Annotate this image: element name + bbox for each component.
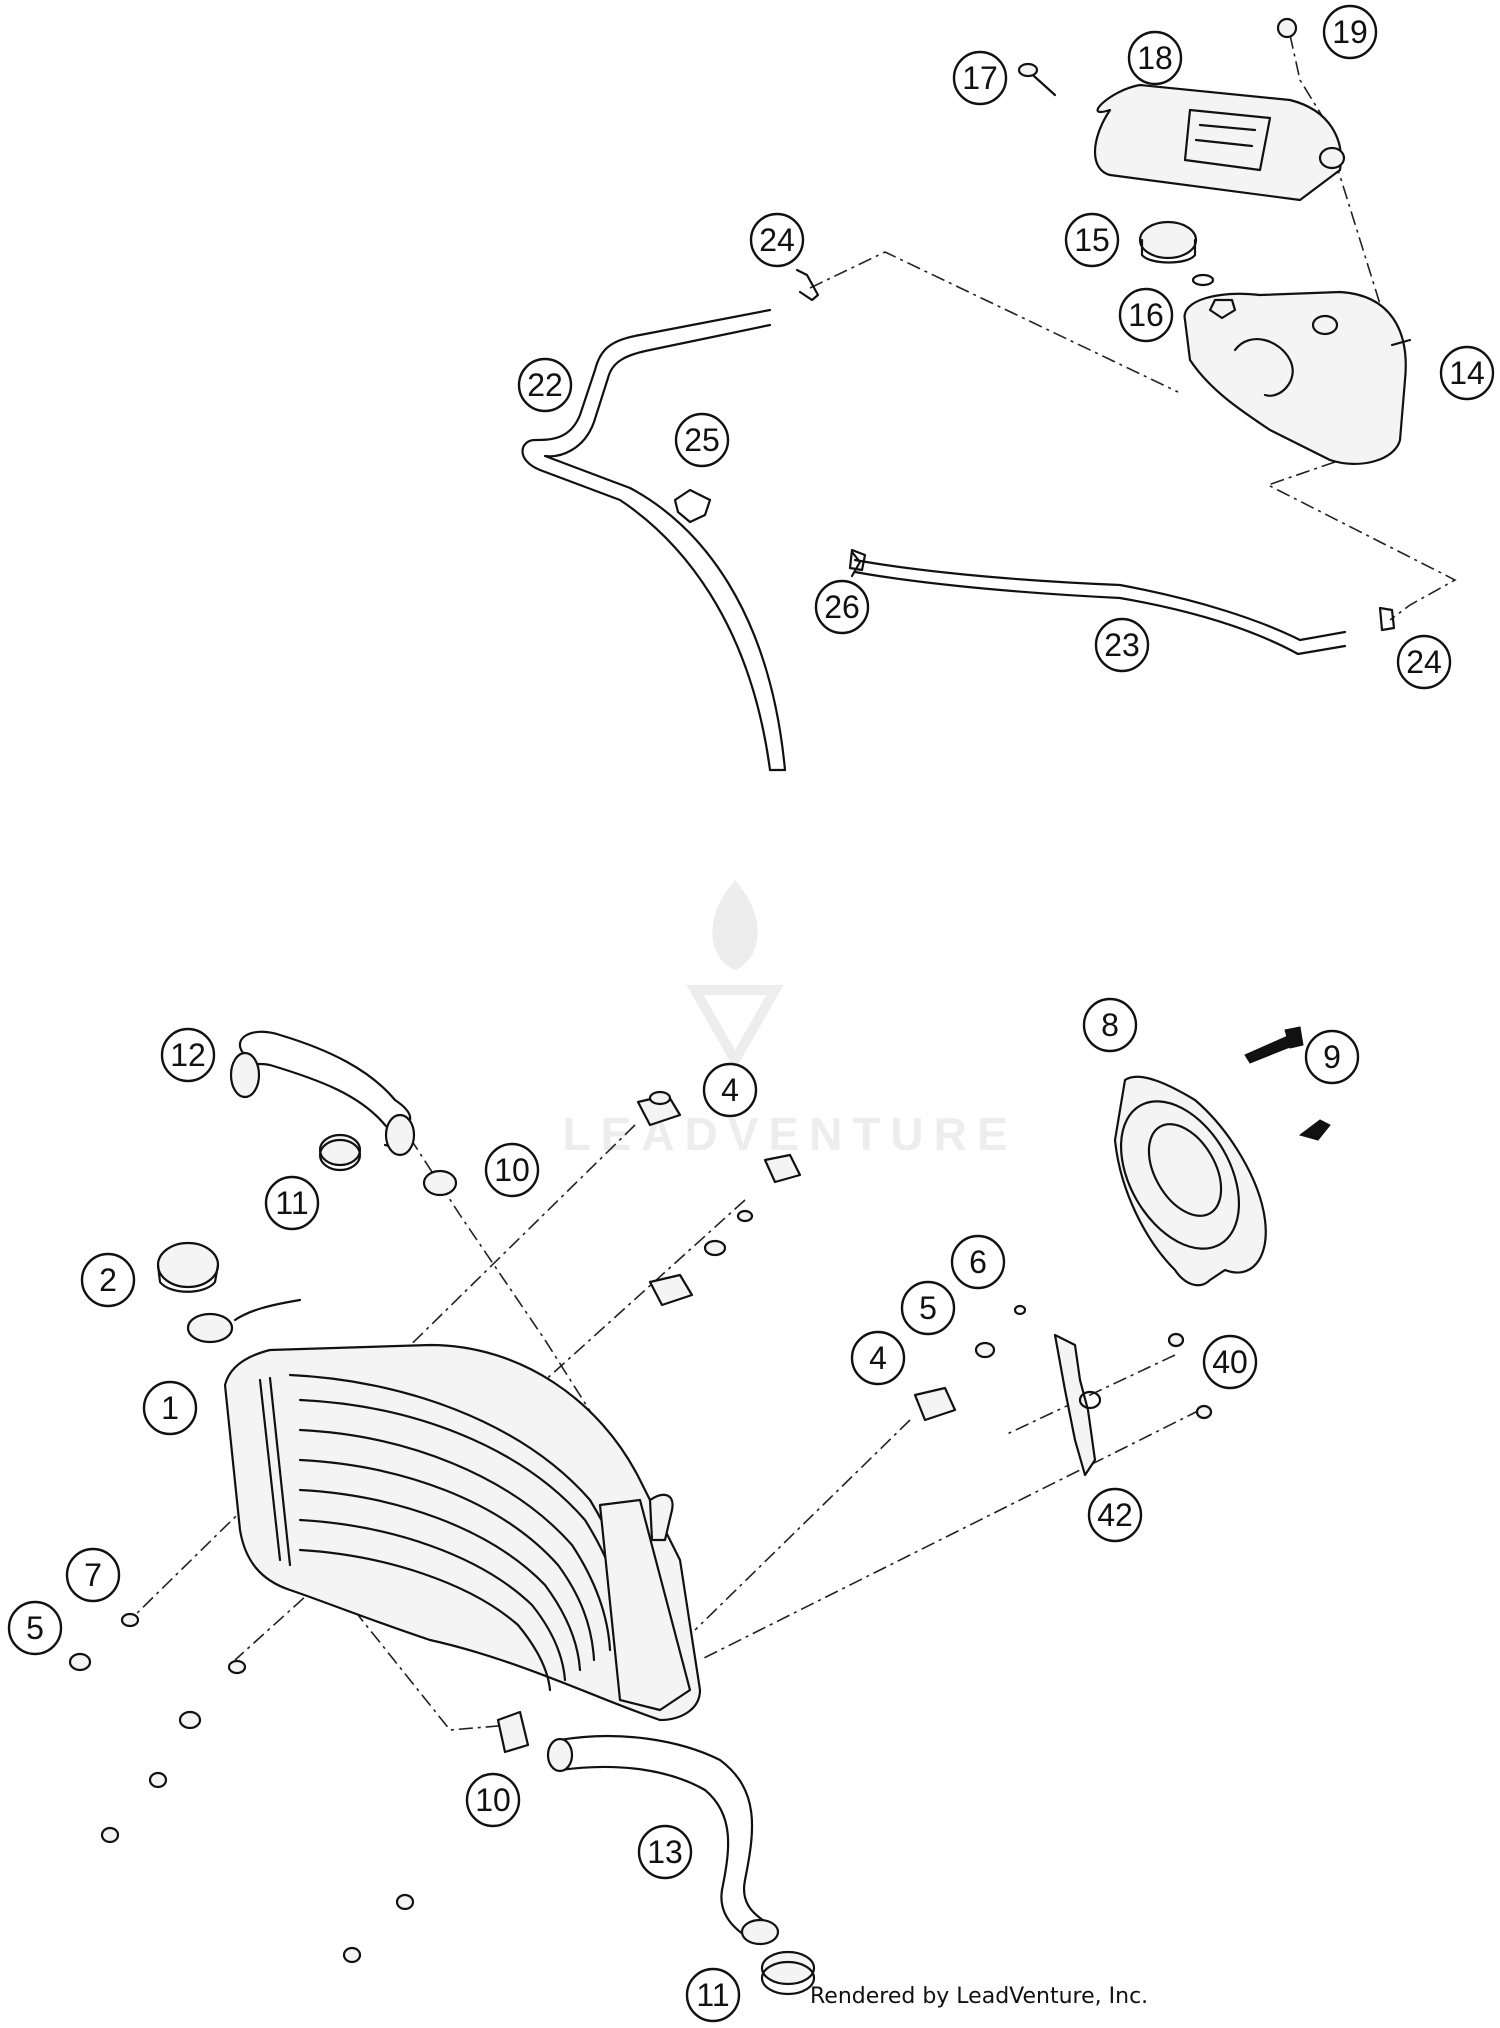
grommet-4-mid <box>763 1153 802 1184</box>
callout-5-right[interactable]: 5 <box>900 1280 956 1336</box>
clamp-10-top <box>422 1169 458 1197</box>
callout-label: 1 <box>161 1390 179 1426</box>
callout-8[interactable]: 8 <box>1082 997 1138 1053</box>
callout-4-top[interactable]: 4 <box>702 1062 758 1118</box>
callout-6[interactable]: 6 <box>950 1234 1006 1290</box>
callout-16[interactable]: 16 <box>1118 287 1174 343</box>
callout-label: 16 <box>1128 297 1164 333</box>
radiator-1 <box>186 1298 702 1722</box>
callout-10-bottom[interactable]: 10 <box>465 1772 521 1828</box>
callout-7[interactable]: 7 <box>65 1547 121 1603</box>
callout-label: 9 <box>1323 1039 1341 1075</box>
callout-11-top[interactable]: 11 <box>264 1175 320 1231</box>
callout-label: 8 <box>1101 1007 1119 1043</box>
clip-25 <box>673 488 712 524</box>
callout-2[interactable]: 2 <box>80 1252 136 1308</box>
callout-label: 10 <box>475 1782 511 1818</box>
spacer-set-mid <box>648 1209 754 1307</box>
clip-26 <box>848 548 867 572</box>
callout-40[interactable]: 40 <box>1202 1334 1258 1390</box>
filler-cap-15 <box>1138 220 1198 264</box>
callout-label: 42 <box>1097 1497 1133 1533</box>
callout-label: 12 <box>170 1037 206 1073</box>
callout-12[interactable]: 12 <box>160 1027 216 1083</box>
callout-label: 18 <box>1137 40 1173 76</box>
bolt-17 <box>1017 62 1057 97</box>
grommet-4-right <box>913 1304 1027 1422</box>
callout-label: 10 <box>494 1152 530 1188</box>
expansion-tank-14 <box>1183 290 1412 465</box>
callout-label: 23 <box>1104 627 1140 663</box>
callout-label: 11 <box>275 1185 308 1221</box>
callout-label: 40 <box>1212 1344 1248 1380</box>
callout-label: 24 <box>1406 644 1442 680</box>
grommet-4-top <box>636 1090 682 1127</box>
watermark-text: LEADVENTURE <box>562 1108 1017 1160</box>
hose-12 <box>229 1030 416 1157</box>
callout-19[interactable]: 19 <box>1322 4 1378 60</box>
callout-10-top[interactable]: 10 <box>484 1142 540 1198</box>
callout-24-bottom[interactable]: 24 <box>1396 634 1452 690</box>
callout-23[interactable]: 23 <box>1094 617 1150 673</box>
fan-8 <box>1113 1075 1267 1287</box>
callout-label: 25 <box>684 422 720 458</box>
callout-9[interactable]: 9 <box>1304 1029 1360 1085</box>
callout-label: 4 <box>721 1072 739 1108</box>
callout-label: 5 <box>26 1610 44 1646</box>
callout-11-bottom[interactable]: 11 <box>685 1967 741 2023</box>
callout-label: 19 <box>1332 14 1368 50</box>
callout-label: 14 <box>1449 355 1485 391</box>
callout-label: 6 <box>969 1244 987 1280</box>
reservoir-cover <box>1093 83 1346 202</box>
hose-13 <box>546 1735 780 1946</box>
screws-40 <box>1167 1332 1213 1420</box>
callout-22[interactable]: 22 <box>517 357 573 413</box>
callout-26[interactable]: 26 <box>814 579 870 635</box>
bracket-42 <box>1053 1333 1102 1477</box>
callout-label: 7 <box>84 1557 102 1593</box>
callout-label: 26 <box>824 589 860 625</box>
callout-label: 2 <box>99 1262 117 1298</box>
clamp-10-bottom <box>496 1710 530 1754</box>
callout-label: 15 <box>1074 222 1110 258</box>
callout-17[interactable]: 17 <box>952 50 1008 106</box>
hose-23 <box>850 550 1347 656</box>
callout-label: 22 <box>527 367 563 403</box>
callout-1[interactable]: 1 <box>142 1380 198 1436</box>
render-credit: Rendered by LeadVenture, Inc. <box>810 1984 1149 2009</box>
clip-24-top <box>795 268 820 302</box>
callout-label: 17 <box>962 60 998 96</box>
seal-16 <box>1191 273 1215 287</box>
bolt-19 <box>1276 17 1298 39</box>
cap-2 <box>156 1241 220 1293</box>
callout-14[interactable]: 14 <box>1439 345 1495 401</box>
callout-25[interactable]: 25 <box>674 412 730 468</box>
leadventure-watermark: LEADVENTURE <box>562 880 1017 1160</box>
hose-22 <box>521 308 787 772</box>
nuts-lower-left <box>68 1612 415 1964</box>
callout-5-left[interactable]: 5 <box>7 1600 63 1656</box>
callout-label: 4 <box>869 1340 887 1376</box>
clamp-11-bottom <box>760 1950 816 1996</box>
clamp-11-top <box>318 1133 362 1172</box>
screws-9 <box>1244 1026 1331 1141</box>
clip-24-bottom <box>1378 606 1396 632</box>
callout-label: 11 <box>696 1977 729 2013</box>
callout-42[interactable]: 42 <box>1087 1487 1143 1543</box>
callout-label: 24 <box>759 222 795 258</box>
callout-label: 13 <box>647 1834 683 1870</box>
callout-label: 5 <box>919 1290 937 1326</box>
callout-24-top[interactable]: 24 <box>749 212 805 268</box>
callout-15[interactable]: 15 <box>1064 212 1120 268</box>
callout-18[interactable]: 18 <box>1127 30 1183 86</box>
callout-13[interactable]: 13 <box>637 1824 693 1880</box>
callout-4-right[interactable]: 4 <box>850 1330 906 1386</box>
